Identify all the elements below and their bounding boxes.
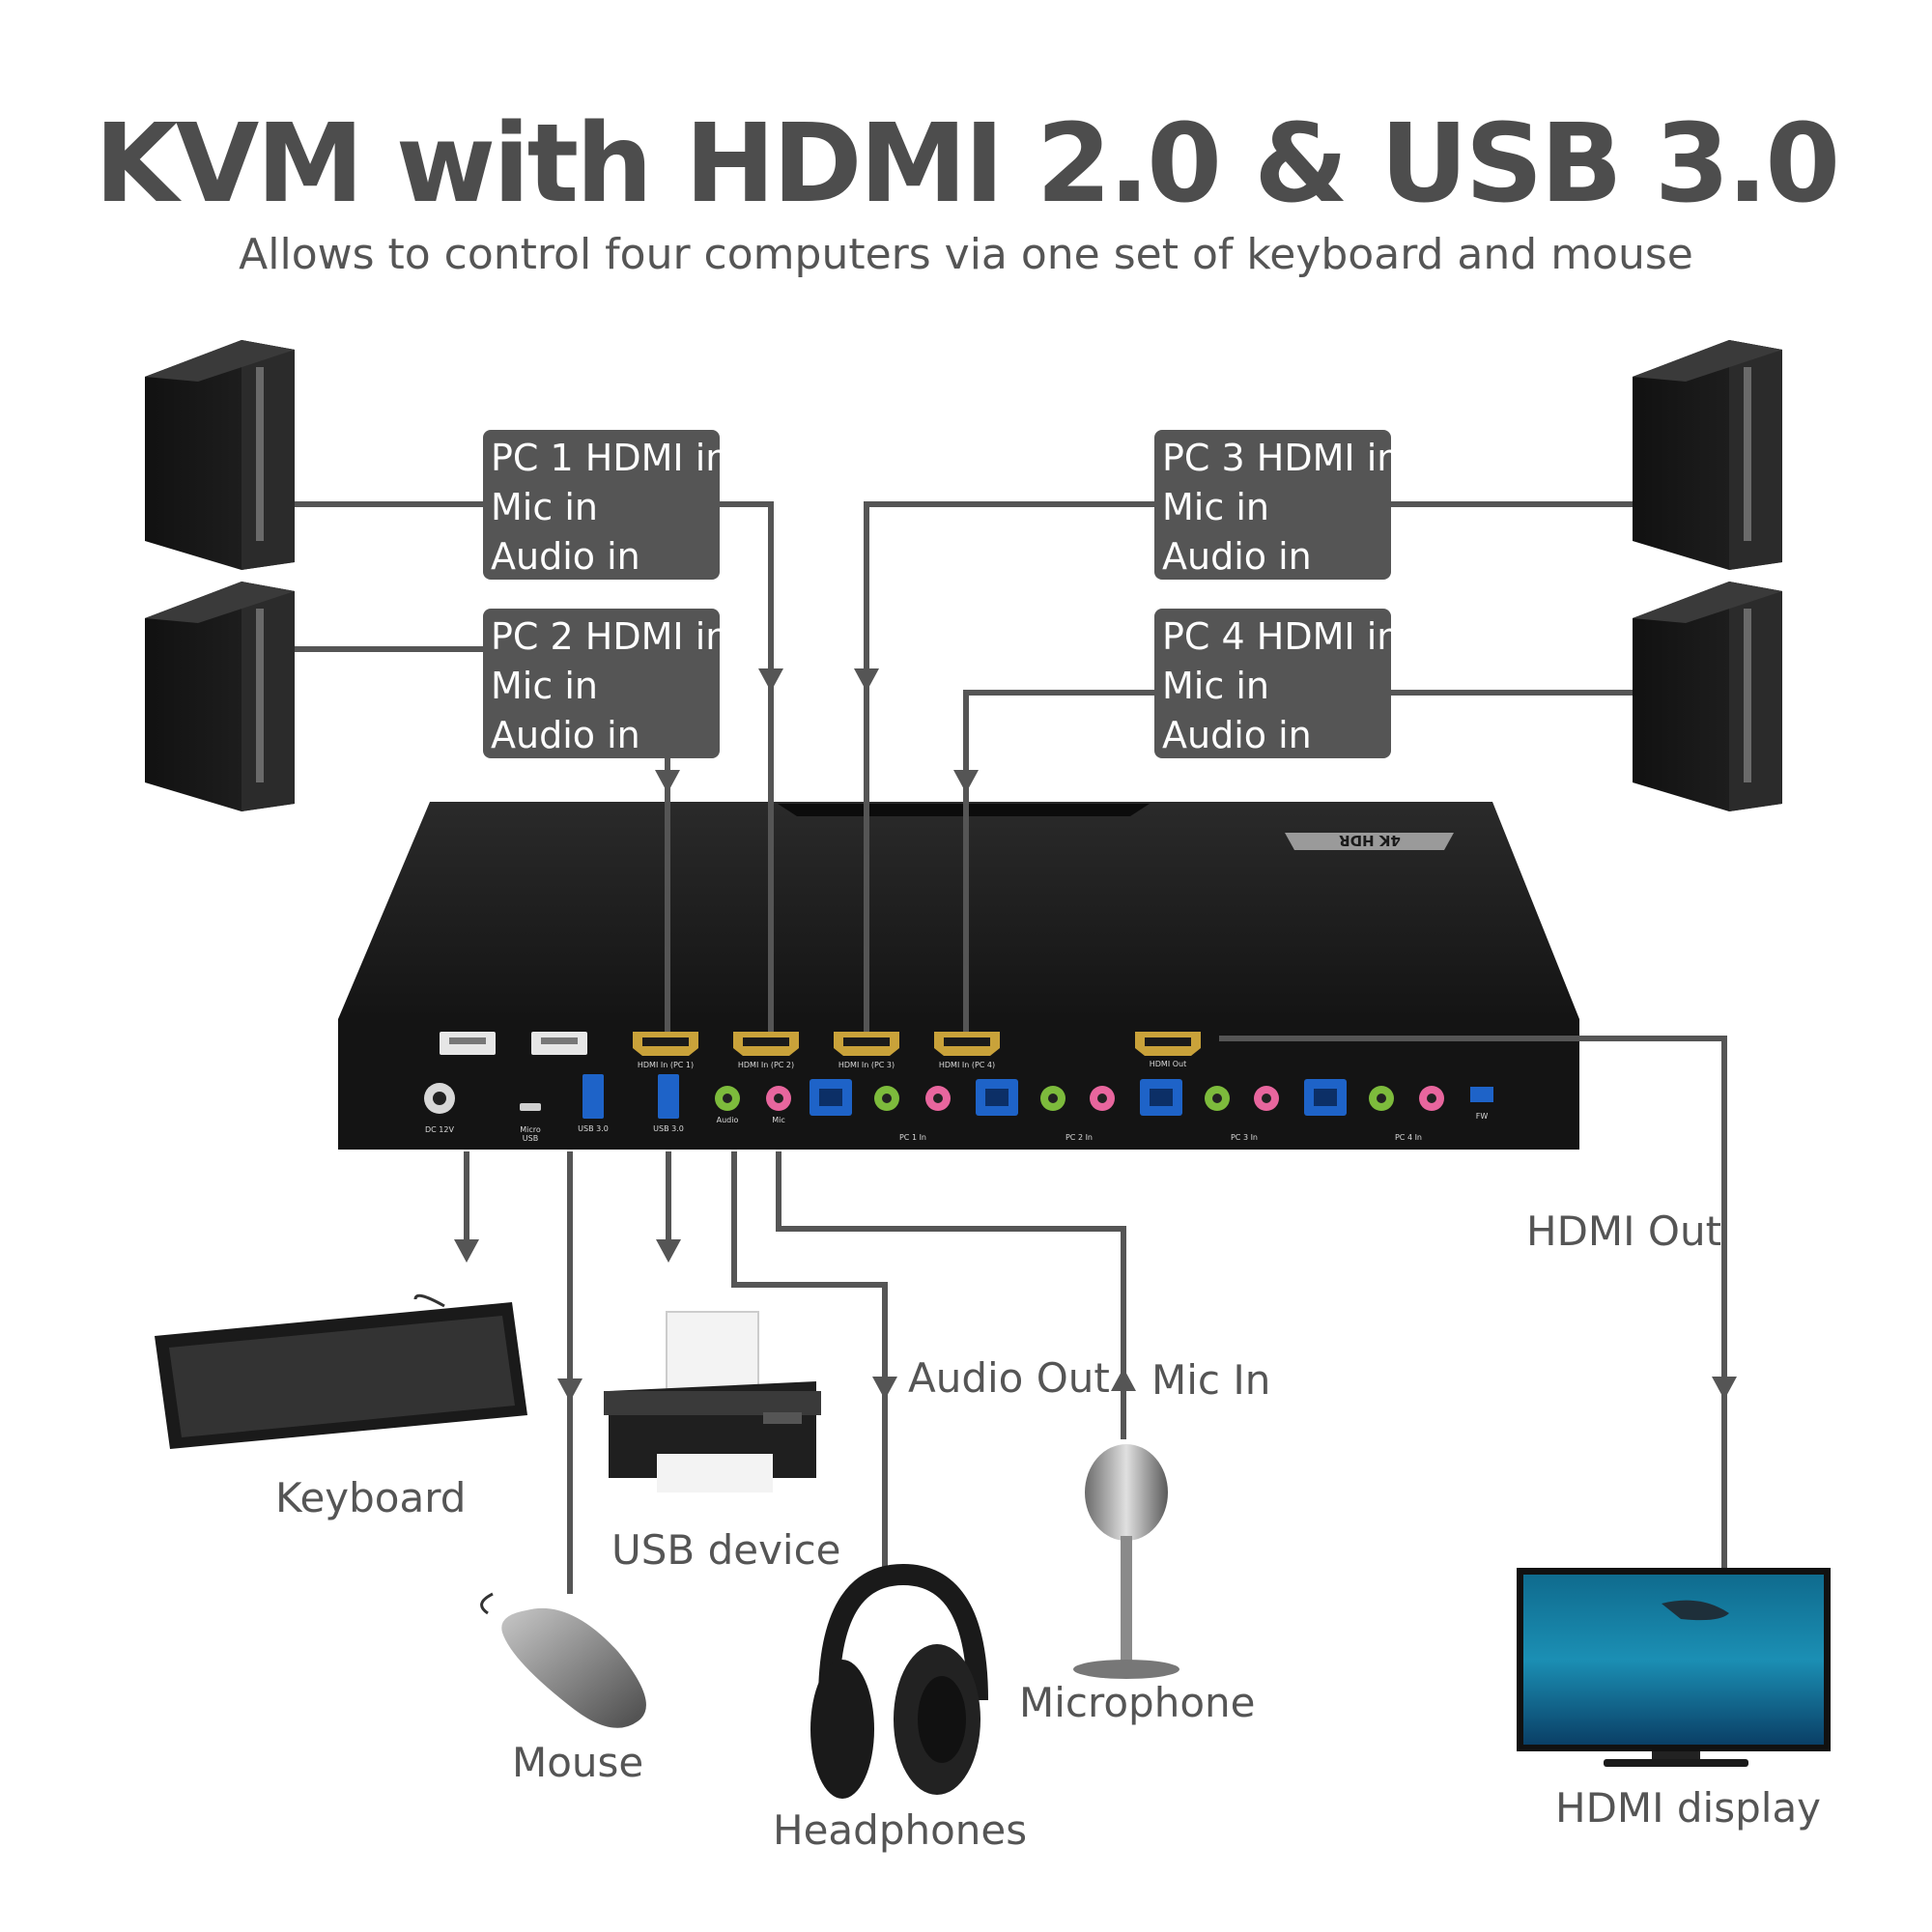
svg-text:Micro: Micro (520, 1125, 541, 1134)
hdmi-in-pc2-label: HDMI In (PC 2) (738, 1061, 794, 1069)
pc2-input-label: PC 2 HDMI in Mic in Audio in (483, 609, 729, 758)
microphone-icon (1073, 1444, 1179, 1679)
pc4-hdmi-in-text: PC 4 HDMI in (1162, 615, 1401, 658)
mic-in-connection-label: Mic In (1151, 1356, 1271, 1404)
svg-text:4K HDR: 4K HDR (1339, 832, 1401, 849)
pc1-port-group: PC 1 In (810, 1079, 951, 1142)
connection-lines (295, 501, 1727, 1594)
svg-text:PC 1 In: PC 1 In (899, 1133, 926, 1142)
pc3-port-group: PC 3 In (1140, 1079, 1279, 1142)
svg-text:FW: FW (1476, 1112, 1489, 1121)
pc1-mic-in-text: Mic in (491, 486, 598, 528)
4k-hdr-badge: 4K HDR (1285, 832, 1454, 850)
pc4-audio-in-text: Audio in (1162, 714, 1312, 756)
pc2-audio-in-text: Audio in (491, 714, 640, 756)
hdmi-out-port (1135, 1032, 1201, 1056)
hdmi-in-pc2-port (733, 1032, 799, 1056)
keyboard-icon (155, 1293, 527, 1449)
pc-tower-4 (1633, 582, 1782, 811)
svg-text:PC 3 In: PC 3 In (1231, 1133, 1258, 1142)
hdmi-in-pc1-label: HDMI In (PC 1) (638, 1061, 694, 1069)
svg-text:Audio: Audio (717, 1116, 739, 1124)
pc1-audio-in-text: Audio in (491, 535, 640, 578)
pc-tower-3 (1633, 340, 1782, 570)
hdmi-in-pc3-port (834, 1032, 899, 1056)
printer-icon (604, 1311, 821, 1492)
monitor-icon (1517, 1568, 1831, 1767)
svg-text:USB: USB (523, 1134, 538, 1143)
hdmi-display-label: HDMI display (1555, 1784, 1822, 1832)
hdmi-out-label: HDMI Out (1150, 1060, 1186, 1068)
svg-text:DC 12V: DC 12V (425, 1125, 454, 1134)
hdmi-in-pc3-label: HDMI In (PC 3) (838, 1061, 895, 1069)
headphones-label: Headphones (773, 1806, 1028, 1854)
usb3-port-a (582, 1074, 604, 1119)
micro-usb-port (520, 1103, 541, 1111)
pc2-hdmi-in-text: PC 2 HDMI in (491, 615, 729, 658)
hdmi-in-pc4-label: HDMI In (PC 4) (939, 1061, 995, 1069)
microphone-label: Microphone (1019, 1679, 1256, 1726)
usb-device-label: USB device (611, 1526, 841, 1574)
page-title: KVM with HDMI 2.0 & USB 3.0 (94, 101, 1840, 227)
svg-text:USB 3.0: USB 3.0 (578, 1124, 609, 1133)
usb3-port-b (658, 1074, 679, 1119)
hdmi-out-connection-label: HDMI Out (1526, 1208, 1722, 1255)
pc1-input-label: PC 1 HDMI in Mic in Audio in (483, 430, 729, 580)
audio-out-connection-label: Audio Out (908, 1354, 1110, 1402)
pc1-hdmi-in-text: PC 1 HDMI in (491, 437, 729, 479)
hdmi-in-pc4-port (934, 1032, 1000, 1056)
pc3-input-label: PC 3 HDMI in Mic in Audio in (1154, 430, 1401, 580)
pc-tower-2 (145, 582, 295, 811)
svg-text:USB 3.0: USB 3.0 (653, 1124, 684, 1133)
pc4-input-label: PC 4 HDMI in Mic in Audio in (1154, 609, 1401, 758)
pc2-port-group: PC 2 In (976, 1079, 1115, 1142)
svg-text:PC 4 In: PC 4 In (1395, 1133, 1422, 1142)
arrowheads (454, 668, 1737, 1402)
svg-text:Mic: Mic (772, 1116, 785, 1124)
pc4-port-group: PC 4 In (1304, 1079, 1444, 1142)
pc3-audio-in-text: Audio in (1162, 535, 1312, 578)
svg-text:PC 2 In: PC 2 In (1065, 1133, 1093, 1142)
keyboard-label: Keyboard (275, 1474, 467, 1521)
pc2-mic-in-text: Mic in (491, 665, 598, 707)
firmware-dip-switch (1470, 1087, 1493, 1102)
pc3-mic-in-text: Mic in (1162, 486, 1269, 528)
pc3-hdmi-in-text: PC 3 HDMI in (1162, 437, 1401, 479)
headphones-icon (810, 1563, 988, 1799)
mouse-label: Mouse (512, 1739, 644, 1786)
pc4-mic-in-text: Mic in (1162, 665, 1269, 707)
hdmi-in-pc1-port (633, 1032, 698, 1056)
mouse-icon (480, 1592, 646, 1728)
page-subtitle: Allows to control four computers via one… (239, 230, 1693, 279)
kvm-switch: 4K HDR HDMI In (PC 1) HDMI In (PC 2) HDM… (338, 802, 1579, 1150)
pc-tower-1 (145, 340, 295, 570)
